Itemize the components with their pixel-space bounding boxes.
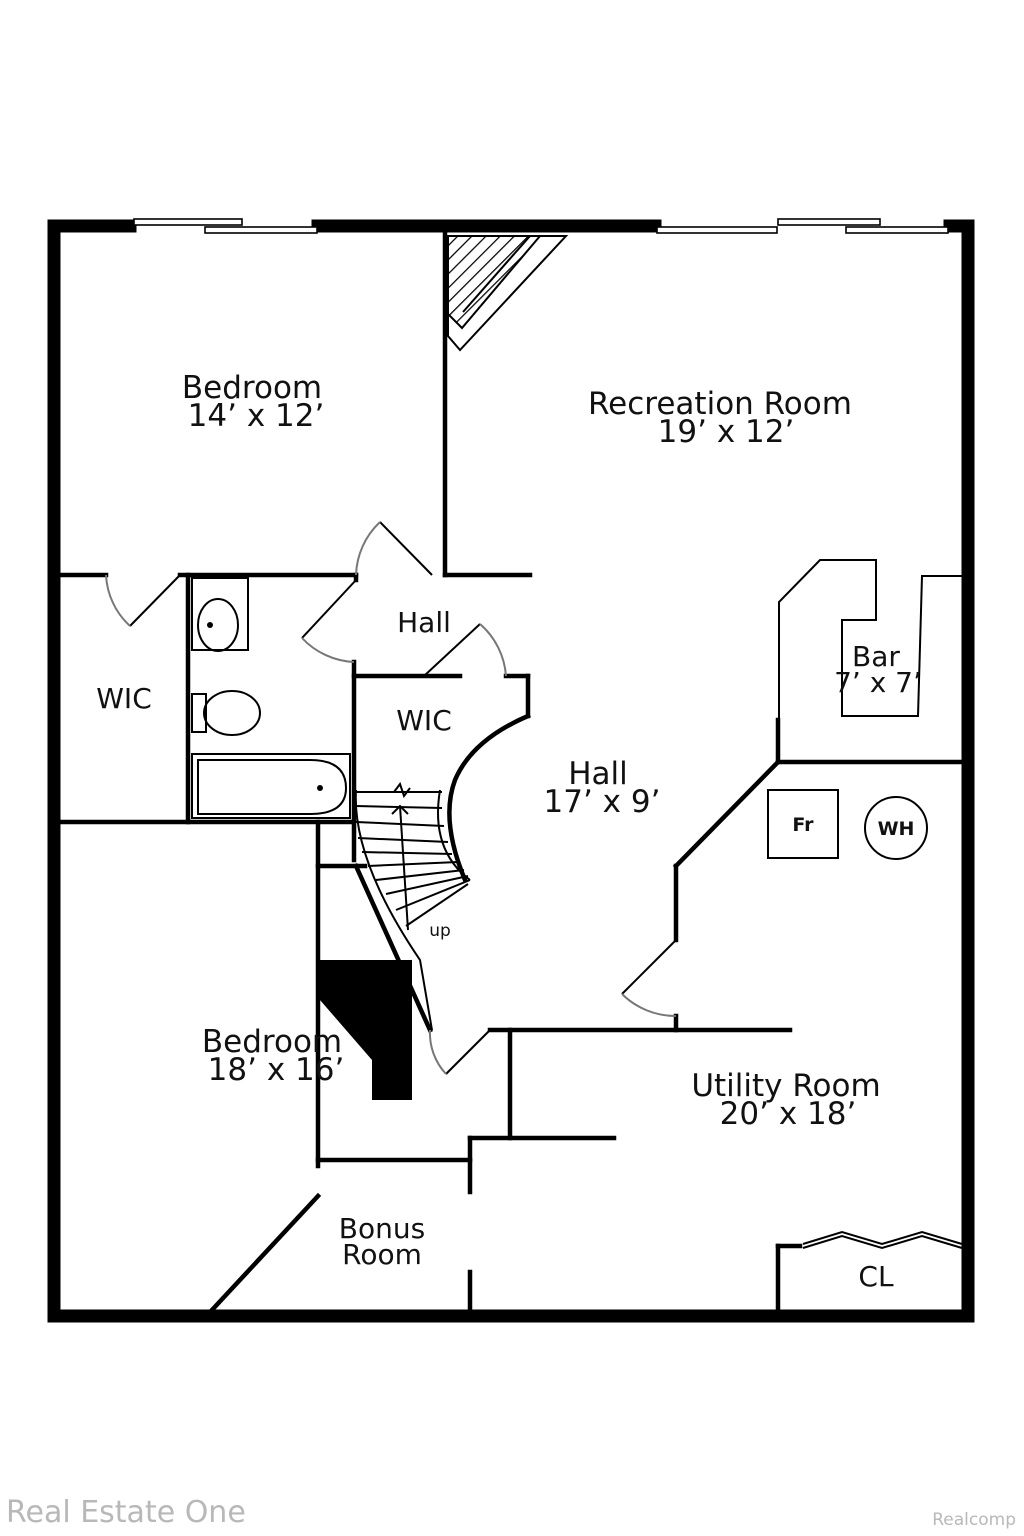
bar-name: Bar (852, 640, 900, 673)
bonus-room-name-line2: Room (342, 1238, 422, 1271)
bar-counter (778, 559, 962, 720)
closet-name: CL (858, 1260, 894, 1293)
interior-walls (57, 227, 965, 1314)
bonus-room-name-line1: Bonus (339, 1212, 425, 1245)
utility-room-dims: 20’ x 18’ (720, 1096, 857, 1132)
hall-main-name: Hall (568, 756, 628, 792)
room-labels: Bedroom 14’ x 12’ Recreation Room 19’ x … (96, 370, 922, 1293)
brokerage-watermark: Real Estate One (6, 1495, 246, 1530)
wic-left-name: WIC (96, 682, 152, 715)
windows (133, 218, 949, 234)
furnace-icon (767, 789, 839, 859)
bedroom-top-name: Bedroom (182, 370, 322, 406)
stairs (354, 781, 471, 1031)
fireplace (447, 235, 569, 352)
bathroom-fixtures (191, 577, 351, 819)
wic-center-name: WIC (396, 704, 452, 737)
doors (105, 521, 963, 1250)
mls-watermark: Realcomp (932, 1510, 1016, 1530)
bedroom-top-dims: 14’ x 12’ (188, 398, 325, 434)
water-heater-label: WH (878, 818, 915, 840)
utility-room-name: Utility Room (691, 1068, 880, 1104)
bedroom-bottom-name: Bedroom (202, 1024, 342, 1060)
furnace-label: Fr (792, 814, 814, 836)
recreation-room-name: Recreation Room (588, 386, 852, 422)
bedroom-bottom-dims: 18’ x 16’ (208, 1052, 345, 1088)
recreation-room-dims: 19’ x 12’ (658, 414, 795, 450)
exterior-walls (47, 219, 975, 1323)
water-heater-icon (864, 796, 928, 860)
stairs-up-label: up (429, 921, 451, 941)
hall-main-dims: 17’ x 9’ (544, 784, 661, 820)
bar-dims: 7’ x 7’ (834, 666, 922, 699)
hall-small-name: Hall (397, 606, 451, 639)
under-stair-storage (320, 960, 412, 1100)
